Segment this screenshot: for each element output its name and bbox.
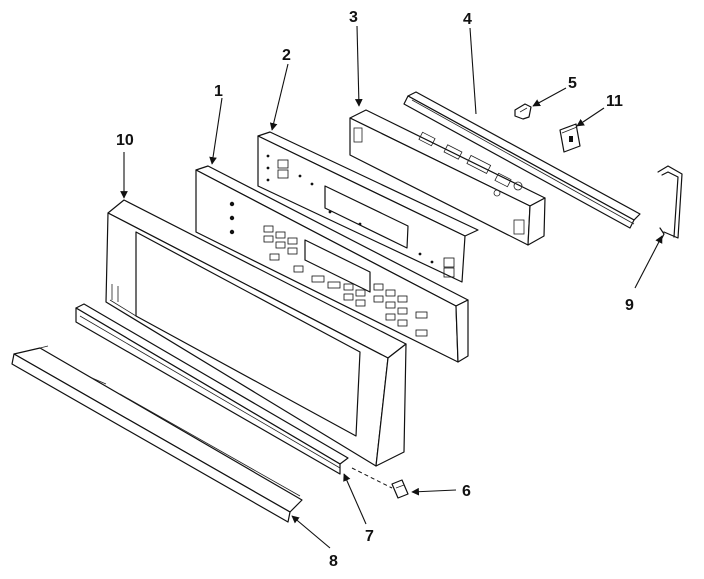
callout-10: 10: [116, 132, 134, 149]
callout-5: 5: [568, 75, 577, 92]
part-11-bracket: [559, 123, 581, 153]
part-7-trim-strip: [75, 303, 349, 475]
callout-8: 8: [329, 553, 338, 570]
part-10-frame: [105, 199, 407, 467]
part-6-clip: [351, 467, 409, 499]
callout-7: 7: [365, 528, 374, 545]
callout-2: 2: [282, 47, 291, 64]
part-4-rail: [403, 91, 641, 229]
callout-4: 4: [463, 11, 472, 28]
callout-labels: 1 2 3 4 5 11 9 10 6 7 8: [116, 9, 634, 570]
callout-1: 1: [214, 83, 223, 100]
leader-lines: [120, 25, 663, 549]
part-5-clip: [514, 103, 532, 120]
part-8-bottom-panel: [11, 345, 303, 523]
part-2-overlay: [257, 131, 479, 283]
part-1-control-panel: [195, 165, 469, 363]
callout-11: 11: [606, 93, 623, 110]
callout-6: 6: [462, 483, 471, 500]
part-3-control-board: [349, 109, 546, 246]
part-9-rod: [657, 165, 683, 239]
callout-9: 9: [625, 297, 634, 314]
callout-3: 3: [349, 9, 358, 26]
